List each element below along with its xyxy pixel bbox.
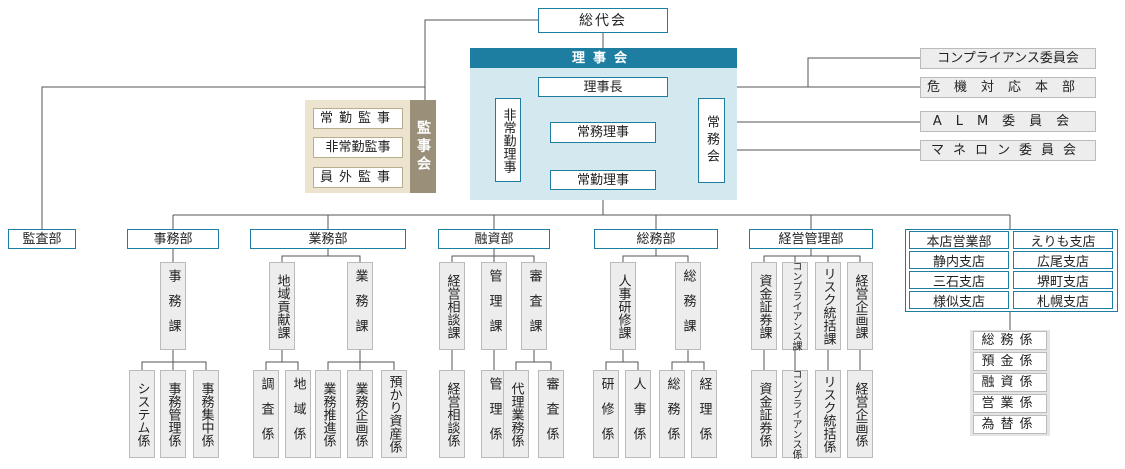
branch-sapporo: 札幌支店 — [1013, 291, 1113, 310]
section-shikin-shoken: 資金証券課 — [751, 262, 777, 350]
branch-hiroo: 広尾支店 — [1013, 251, 1113, 270]
audit-department: 監査部 — [8, 229, 76, 249]
general-meeting-box: 総代会 — [538, 8, 668, 33]
auditor-external: 員外監事 — [313, 167, 403, 188]
dept-gyomu: 業務部 — [250, 229, 406, 249]
branch-sakaimachi: 堺町支店 — [1013, 271, 1113, 290]
section-compliance: コンプライアンス課 — [782, 261, 808, 351]
unit-jinji: 人事係 — [625, 370, 651, 458]
branch-erimo: えりも支店 — [1013, 231, 1113, 250]
branch-unit-yushi: 融資係 — [973, 373, 1047, 392]
unit-jimu-shuchu: 事務集中係 — [193, 370, 219, 458]
section-keiei-sodan: 経営相談課 — [439, 262, 465, 350]
unit-somu: 総務係 — [659, 370, 685, 458]
executive-committee-box: 常務会 — [698, 98, 725, 183]
section-kanri: 管理課 — [481, 262, 507, 350]
auditor-fulltime: 常勤監事 — [313, 108, 403, 129]
unit-keiei-sodan: 経営相談係 — [439, 370, 465, 458]
unit-gyomu-suishin: 業務推進係 — [315, 370, 341, 458]
branch-unit-eigyo: 営業係 — [973, 394, 1047, 413]
unit-kanri: 管理係 — [481, 370, 507, 458]
unit-gyomu-kikaku: 業務企画係 — [347, 370, 373, 458]
section-jimu: 事務課 — [160, 262, 186, 350]
section-shinsa: 審査課 — [521, 262, 547, 350]
unit-shikin-shoken: 資金証券係 — [751, 370, 777, 458]
dept-jimu: 事務部 — [127, 229, 219, 249]
branch-samani: 様似支店 — [909, 291, 1009, 310]
non-executive-director-box: 非常勤理事 — [495, 98, 521, 182]
branch-unit-kawase: 為替係 — [973, 415, 1047, 434]
unit-compliance: コンプライアンス係 — [782, 369, 808, 459]
dept-somu: 総務部 — [594, 229, 718, 249]
section-risk: リスク統括課 — [815, 262, 841, 350]
alm-committee: ALM委員会 — [920, 111, 1096, 132]
dept-yushi: 融資部 — [438, 229, 550, 249]
auditor-nonfulltime: 非常勤監事 — [313, 137, 403, 158]
section-keiei-kikaku: 経営企画課 — [847, 262, 873, 350]
fulltime-director-box: 常勤理事 — [550, 170, 656, 190]
section-somu: 総務課 — [675, 262, 701, 350]
section-jinji-kenshu: 人事研修課 — [610, 262, 636, 350]
auditors-board-label: 監事会 — [410, 100, 436, 193]
chairman-box: 理事長 — [538, 77, 668, 97]
unit-system: システム係 — [129, 370, 155, 458]
unit-risk: リスク統括係 — [815, 370, 841, 458]
branch-unit-yokin: 預金係 — [973, 352, 1047, 371]
crisis-headquarters: 危機対応本部 — [920, 77, 1096, 98]
unit-shinsa: 審査係 — [538, 370, 564, 458]
unit-kenshu: 研修係 — [593, 370, 619, 458]
unit-chiiki: 地域係 — [285, 370, 311, 458]
branches-group: 本店営業部 えりも支店 静内支店 広尾支店 三石支店 堺町支店 様似支店 札幌支… — [905, 229, 1118, 312]
section-chiiki-koken: 地域貢献課 — [269, 262, 295, 350]
branch-honten: 本店営業部 — [909, 231, 1009, 250]
unit-azukari-shisan: 預かり資産係 — [381, 370, 407, 458]
unit-keiri: 経理係 — [691, 370, 717, 458]
dept-keiei: 経営管理部 — [749, 229, 873, 249]
money-laundering-committee: マネロン委員会 — [920, 140, 1096, 161]
branch-unit-somu: 総務係 — [973, 331, 1047, 350]
unit-chosa: 調査係 — [253, 370, 279, 458]
branch-shizunai: 静内支店 — [909, 251, 1009, 270]
unit-jimu-kanri: 事務管理係 — [160, 370, 186, 458]
compliance-committee: コンプライアンス委員会 — [920, 48, 1096, 69]
managing-director-box: 常務理事 — [550, 122, 656, 143]
unit-dairi-gyomu: 代理業務係 — [503, 370, 529, 458]
branch-mitsuishi: 三石支店 — [909, 271, 1009, 290]
section-gyomu: 業務課 — [347, 262, 373, 350]
unit-keiei-kikaku: 経営企画係 — [847, 370, 873, 458]
board-header: 理事会 — [470, 48, 737, 68]
